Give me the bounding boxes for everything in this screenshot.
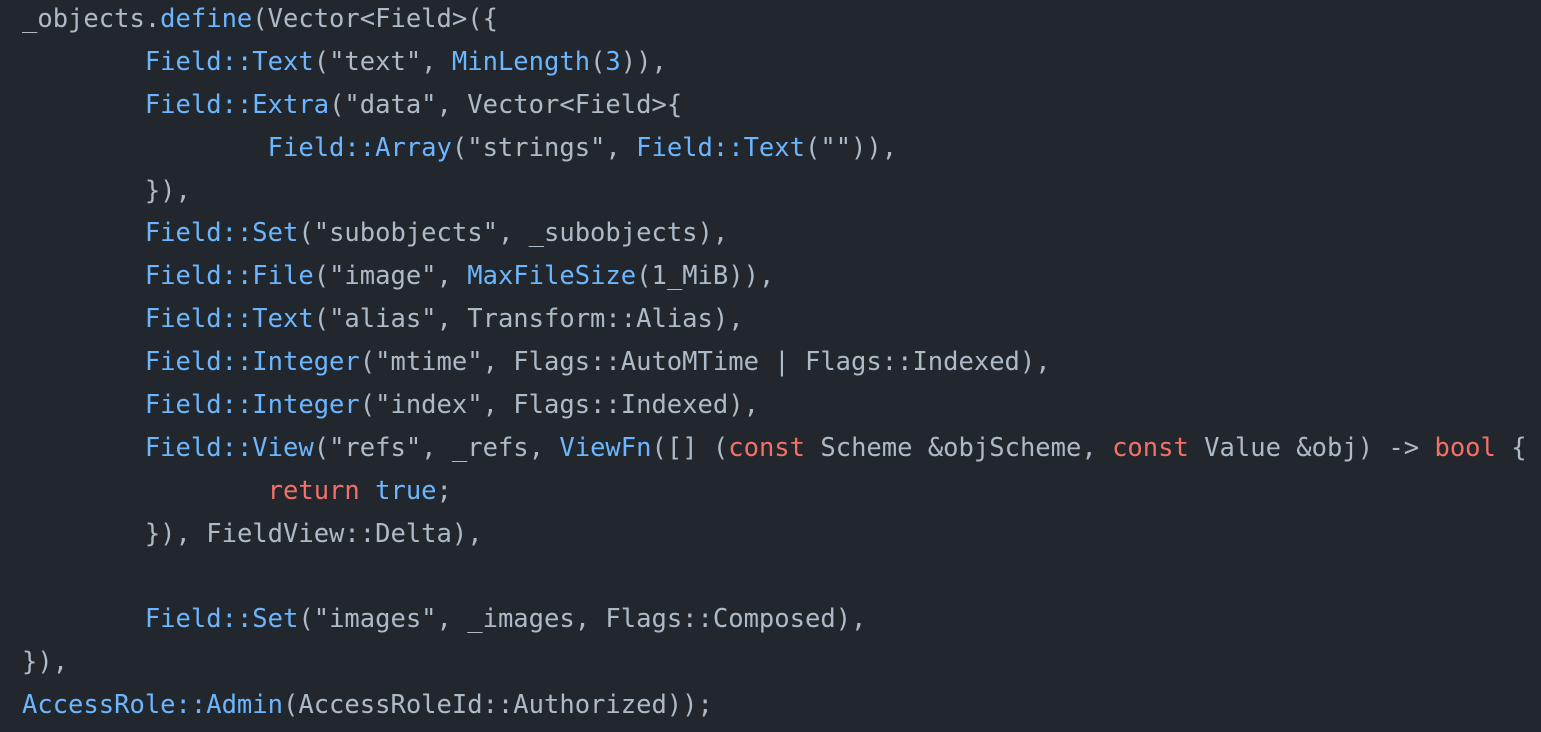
code-token: ("data", Vector<Field>{ (329, 89, 683, 120)
code-token: bool (1434, 432, 1496, 463)
code-token: ("image", (313, 261, 468, 292)
code-token: ("mtime", Flags::AutoMTime | Flags::Inde… (359, 347, 1051, 378)
code-token: ("subobjects", _subobjects), (298, 218, 729, 249)
code-token: const (728, 432, 806, 463)
indent (22, 476, 268, 506)
code-line: Field::Integer("index", Flags::Indexed), (22, 384, 1527, 427)
code-token: Field::Text (144, 304, 314, 335)
code-token: ([] ( (651, 432, 729, 463)
code-token: ("text", (313, 46, 452, 77)
code-token: Value &obj) -> (1188, 432, 1435, 463)
code-line: }), (22, 641, 1527, 684)
code-token: Field::File (144, 261, 314, 292)
code-line: Field::View("refs", _refs, ViewFn([] (co… (22, 427, 1527, 470)
code-token: Field::Extra (144, 89, 330, 120)
code-token: Field::Array (267, 132, 452, 163)
code-token: ("refs", _refs, (313, 432, 560, 463)
indent (22, 604, 145, 634)
code-line: AccessRole::Admin(AccessRoleId::Authoriz… (22, 684, 1527, 727)
code-token: Field::View (144, 432, 314, 463)
code-line: Field::Text("alias", Transform::Alias), (22, 298, 1527, 341)
code-token: Field::Integer (144, 390, 360, 421)
code-line: Field::Integer("mtime", Flags::AutoMTime… (22, 341, 1527, 384)
indent (22, 433, 145, 463)
code-line: _objects.define(Vector<Field>({ (22, 0, 1527, 41)
code-token: Field::Text (636, 132, 805, 163)
code-token: ("")), (805, 132, 898, 163)
code-line: Field::Set("subobjects", _subobjects), (22, 212, 1527, 255)
code-token: ; (436, 475, 452, 506)
code-token: Field::Text (144, 46, 314, 77)
indent (22, 47, 145, 77)
code-token: ("index", Flags::Indexed), (359, 390, 759, 421)
code-token: const (1112, 432, 1189, 463)
code-token: ( (590, 46, 606, 77)
code-token: { (1495, 432, 1527, 463)
indent (22, 261, 145, 291)
indent (22, 390, 145, 420)
code-token: ("images", _images, Flags::Composed), (298, 604, 867, 635)
code-token: Field::Set (144, 218, 299, 249)
code-line: Field::File("image", MaxFileSize(1_MiB))… (22, 255, 1527, 298)
code-token: }), (22, 647, 69, 678)
code-token: (1_MiB)), (636, 261, 775, 292)
code-token: Scheme &objScheme, (805, 432, 1113, 463)
indent (22, 304, 145, 334)
code-token: 3 (605, 46, 621, 77)
code-token: Field::Set (144, 604, 299, 635)
code-line: Field::Set("images", _images, Flags::Com… (22, 598, 1527, 641)
code-token: return (267, 475, 360, 506)
code-line: }), FieldView::Delta), (22, 513, 1527, 556)
indent (22, 176, 145, 206)
code-line: }), (22, 170, 1527, 213)
code-token: ("alias", Transform::Alias), (313, 304, 744, 335)
code-token: (AccessRoleId::Authorized)); (283, 690, 713, 721)
code-token: MinLength (451, 46, 591, 77)
indent (22, 519, 145, 549)
indent (22, 347, 145, 377)
code-token: define (160, 4, 253, 34)
code-token: }), FieldView::Delta), (144, 518, 483, 549)
code-token: _objects. (22, 4, 161, 34)
code-token: (Vector<Field>({ (252, 4, 498, 34)
code-token: MaxFileSize (467, 261, 637, 292)
code-token: ("strings", (451, 132, 637, 163)
code-token: )), (620, 46, 667, 77)
code-line: Field::Extra("data", Vector<Field>{ (22, 84, 1527, 127)
code-token: AccessRole::Admin (22, 690, 283, 721)
code-line: Field::Array("strings", Field::Text(""))… (22, 127, 1527, 170)
code-line: Field::Text("text", MinLength(3)), (22, 41, 1527, 84)
code-token: Field::Integer (144, 347, 360, 378)
code-token (360, 476, 375, 506)
code-line: return true; (22, 470, 1527, 513)
code-token: ViewFn (559, 432, 652, 463)
indent (22, 133, 268, 163)
code-token: }), (144, 175, 191, 206)
code-line (22, 556, 1527, 599)
indent (22, 90, 145, 120)
code-block[interactable]: _objects.define(Vector<Field>({ Field::T… (22, 0, 1527, 727)
code-token: true (375, 475, 437, 506)
indent (22, 218, 145, 248)
